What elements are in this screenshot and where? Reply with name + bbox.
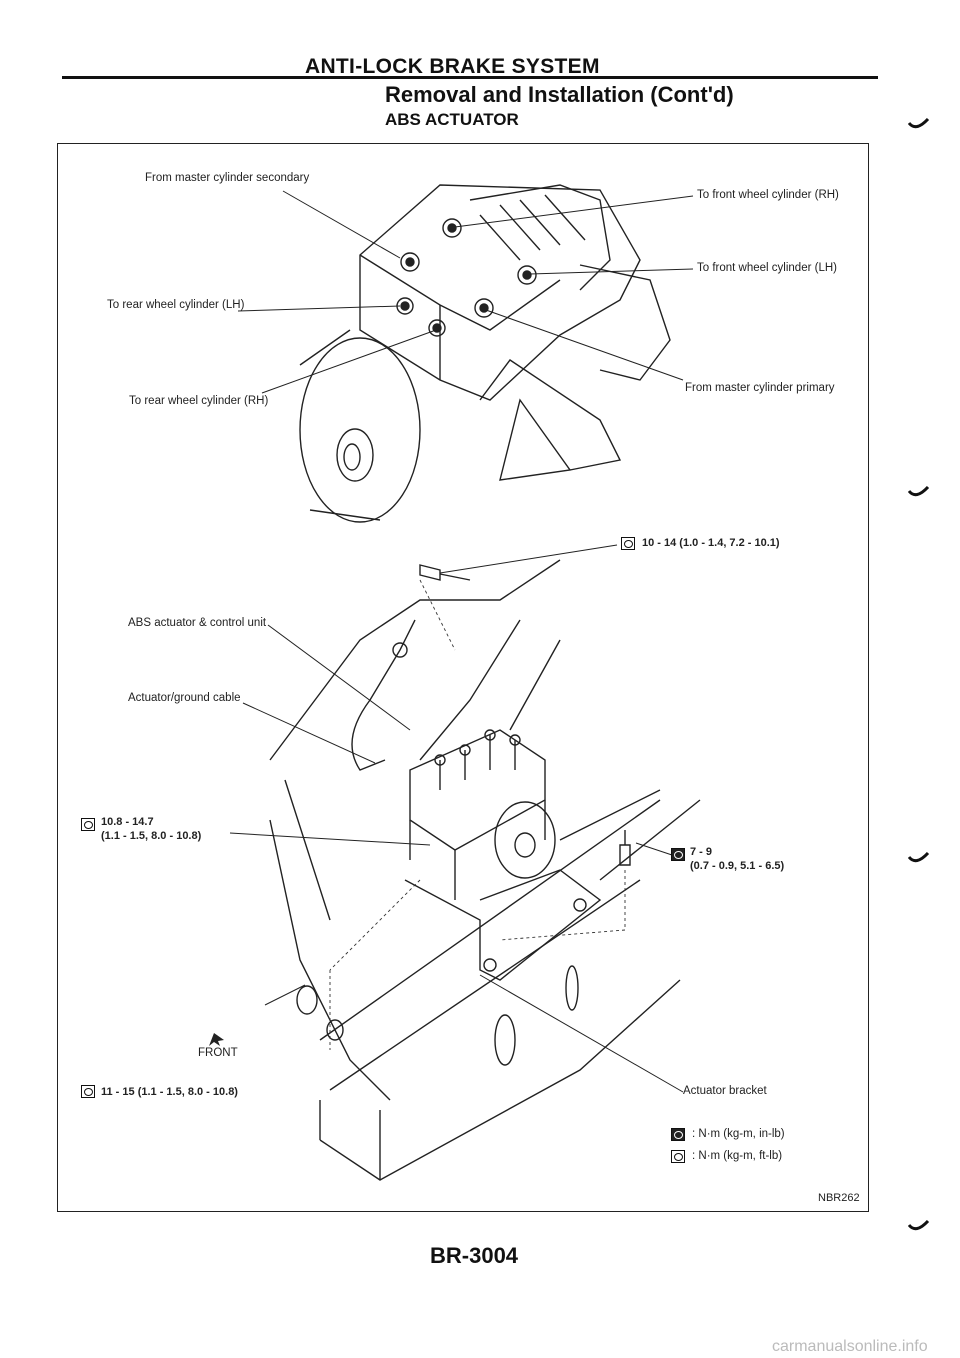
torque-inlb-icon: [671, 1128, 685, 1141]
check-mark-icon: [908, 486, 930, 497]
check-mark-icon: [908, 118, 930, 129]
torque-spec-upper-bolt: 10 - 14 (1.0 - 1.4, 7.2 - 10.1): [642, 537, 780, 549]
label-to-front-lh: To front wheel cylinder (LH): [697, 262, 837, 274]
label-from-master-primary: From master cylinder primary: [685, 382, 835, 394]
legend-inlb: : N·m (kg-m, in-lb): [692, 1128, 785, 1140]
torque-spec-bracket-bolt-line1: 7 - 9: [690, 846, 713, 858]
label-abs-actuator-control-unit: ABS actuator & control unit: [128, 617, 267, 629]
label-actuator-ground-cable: Actuator/ground cable: [128, 692, 241, 704]
label-front: FRONT: [198, 1047, 238, 1059]
torque-ftlb-icon: [81, 1085, 95, 1098]
figure-frame: [57, 143, 869, 1212]
torque-ftlb-icon: [671, 1150, 685, 1163]
label-to-rear-rh: To rear wheel cylinder (RH): [129, 395, 269, 407]
label-to-front-rh: To front wheel cylinder (RH): [697, 189, 839, 201]
section-title: ANTI-LOCK BRAKE SYSTEM: [305, 55, 600, 78]
label-from-master-secondary: From master cylinder secondary: [145, 172, 310, 184]
torque-spec-bracket-mount: 11 - 15 (1.1 - 1.5, 8.0 - 10.8): [101, 1086, 238, 1098]
label-to-rear-lh: To rear wheel cylinder (LH): [107, 299, 245, 311]
torque-spec-actuator-nut-line1: 10.8 - 14.7: [101, 816, 154, 828]
component-title: ABS ACTUATOR: [385, 110, 519, 129]
torque-ftlb-icon: [81, 818, 95, 831]
check-mark-icon: [908, 1220, 930, 1231]
header-rule: [62, 76, 878, 79]
watermark: carmanualsonline.info: [772, 1338, 928, 1355]
torque-spec-actuator-nut-line2: (1.1 - 1.5, 8.0 - 10.8): [101, 830, 202, 842]
figure-code: NBR262: [818, 1192, 860, 1204]
torque-spec-bracket-bolt-line2: (0.7 - 0.9, 5.1 - 6.5): [690, 860, 785, 872]
torque-inlb-icon: [671, 848, 685, 861]
label-actuator-bracket: Actuator bracket: [683, 1085, 767, 1097]
torque-ftlb-icon: [621, 537, 635, 550]
page-subtitle: Removal and Installation (Cont'd): [385, 82, 734, 107]
legend-ftlb: : N·m (kg-m, ft-lb): [692, 1150, 783, 1162]
page-number: BR-3004: [430, 1243, 519, 1268]
front-arrow-icon: [209, 1033, 224, 1046]
check-mark-icon: [908, 852, 930, 863]
